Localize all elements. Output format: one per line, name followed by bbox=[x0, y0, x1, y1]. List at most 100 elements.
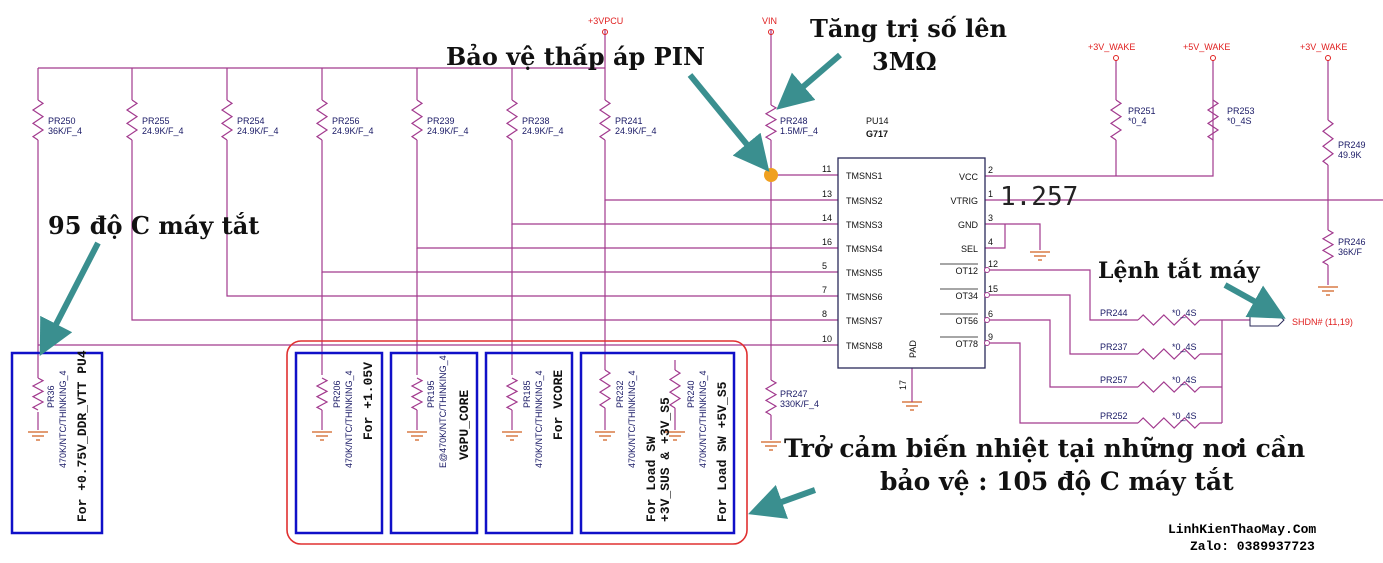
rail-vpcu: +3VPCU bbox=[588, 16, 623, 26]
annotation-sensor-line1: Trở cảm biến nhiệt tại những nơi cần bbox=[784, 434, 1305, 463]
ntc-symbol-2 bbox=[410, 377, 424, 411]
ground-symbol bbox=[902, 401, 922, 411]
resistor-symbol-top-2 bbox=[220, 99, 234, 141]
resistor-symbol-pr246 bbox=[1321, 229, 1335, 266]
ic-right-pin-name-1: VTRIG bbox=[950, 196, 978, 206]
pr195-val: E@470K/NTC/THINKING_4 bbox=[438, 355, 448, 468]
resistor-symbol-out-3 bbox=[1137, 417, 1201, 429]
ic-g717: PU14 G717 11TMSNS113TMSNS214TMSNS316TMSN… bbox=[822, 116, 998, 390]
ground-symbol bbox=[407, 431, 427, 441]
ic-right-pin-num-2: 3 bbox=[988, 213, 993, 223]
or-wire bbox=[1210, 319, 1250, 424]
out-res-val-0: *0_4S bbox=[1172, 308, 1197, 318]
resistor-zigzag-group bbox=[31, 99, 1335, 430]
rail-vin: VIN bbox=[762, 16, 777, 26]
pr232-ref: PR232 bbox=[615, 380, 625, 408]
inverting-bubble-7 bbox=[984, 340, 990, 346]
pr247-ref: PR247 bbox=[780, 389, 808, 399]
pr195-ref: PR195 bbox=[426, 380, 436, 408]
top-res-val-4: 24.9K/F_4 bbox=[427, 126, 469, 136]
rail-wake1: +3V_WAKE bbox=[1088, 42, 1135, 52]
pr206-ref: PR206 bbox=[332, 380, 342, 408]
arrow-boost bbox=[776, 52, 842, 110]
arrow-undervolt bbox=[687, 73, 770, 172]
watermark: LinhKienThaoMay.Com Zalo: 0389937723 bbox=[1168, 522, 1316, 554]
ot78-wire bbox=[990, 342, 1130, 424]
wire-group bbox=[37, 30, 1383, 440]
ic-left-pin-name-1: TMSNS2 bbox=[846, 196, 883, 206]
top-res-ref-3: PR256 bbox=[332, 116, 360, 126]
ic-right-pin-num-4: 12 bbox=[988, 259, 998, 269]
out-res-leads bbox=[1130, 319, 1210, 424]
top-res-val-2: 24.9K/F_4 bbox=[237, 126, 279, 136]
top-res-ref-4: PR239 bbox=[427, 116, 455, 126]
top-res-val-0: 36K/F_4 bbox=[48, 126, 82, 136]
watermark-site: LinhKienThaoMay.Com bbox=[1168, 522, 1316, 537]
top-res-ref-1: PR255 bbox=[142, 116, 170, 126]
top-res-val-3: 24.9K/F_4 bbox=[332, 126, 374, 136]
pr240-ref: PR240 bbox=[686, 380, 696, 408]
resistor-symbol-out-1 bbox=[1137, 348, 1201, 360]
ntc-symbol-pr240 bbox=[668, 369, 682, 409]
pr249-val: 49.9K bbox=[1338, 150, 1362, 160]
out-res-val-3: *0_4S bbox=[1172, 411, 1197, 421]
ic-right-pin-num-0: 2 bbox=[988, 165, 993, 175]
ntc-symbol-1 bbox=[315, 377, 329, 411]
ic-left-pin-num-0: 11 bbox=[822, 164, 831, 174]
ic-right-pin-num-3: 4 bbox=[988, 237, 993, 247]
ic-right-pin-num-1: 1 bbox=[988, 189, 993, 199]
pr246-val: 36K/F bbox=[1338, 247, 1363, 257]
pr240-note: For Load SW +5V_S5 bbox=[715, 381, 730, 522]
ic-left-pin-num-5: 7 bbox=[822, 285, 827, 295]
ntc-symbol-3 bbox=[505, 377, 519, 411]
annotation-sensor-line2: bảo vệ : 105 độ C máy tắt bbox=[880, 467, 1234, 496]
pr251-val: *0_4 bbox=[1128, 116, 1147, 126]
pr185-ref: PR185 bbox=[522, 380, 532, 408]
resistor-symbol-top-3 bbox=[315, 99, 329, 141]
resistor-symbol-out-0 bbox=[1137, 314, 1201, 326]
annotation-95c: 95 độ C máy tắt bbox=[48, 211, 259, 240]
inverting-bubble-4 bbox=[984, 267, 990, 273]
pr253-val: *0_4S bbox=[1227, 116, 1252, 126]
top-res-val-1: 24.9K/F_4 bbox=[142, 126, 184, 136]
box-pr232 bbox=[579, 351, 736, 535]
ground-symbol bbox=[28, 431, 48, 441]
ic-right-pin-name-4: OT12 bbox=[955, 266, 978, 276]
ic-left-pin-num-6: 8 bbox=[822, 309, 827, 319]
pr246-ref: PR246 bbox=[1338, 237, 1366, 247]
gnd-wire bbox=[985, 223, 1041, 250]
annotation-boost-value: 3MΩ bbox=[872, 47, 937, 76]
ic-left-pin-name-0: TMSNS1 bbox=[846, 171, 883, 181]
ntc-boxes bbox=[10, 351, 736, 535]
out-res-val-1: *0_4S bbox=[1172, 342, 1197, 352]
ground-symbol bbox=[761, 441, 781, 451]
rail-wake3: +3V_WAKE bbox=[1300, 42, 1347, 52]
ic-left-pin-name-7: TMSNS8 bbox=[846, 341, 883, 351]
vcc-wire bbox=[985, 60, 1214, 177]
resistor-symbol-top-1 bbox=[125, 99, 139, 141]
pr249-ref: PR249 bbox=[1338, 140, 1366, 150]
ic-left-pin-num-3: 16 bbox=[822, 237, 832, 247]
annotation-boost: Tăng trị số lên bbox=[810, 14, 1007, 43]
drop-pr239 bbox=[416, 68, 838, 249]
ic-right-pin-name-0: VCC bbox=[959, 172, 979, 182]
out-res-ref-2: PR257 bbox=[1100, 375, 1128, 385]
ic-right-pin-name-3: SEL bbox=[961, 244, 978, 254]
ic-part: G717 bbox=[866, 129, 888, 139]
annotation-shutdown-cmd: Lệnh tắt máy bbox=[1098, 257, 1261, 284]
ot56-wire bbox=[990, 319, 1130, 388]
annotation-undervolt: Bảo vệ thấp áp PIN bbox=[446, 42, 705, 71]
drop-pr254 bbox=[226, 68, 838, 297]
inverting-bubble-5 bbox=[984, 292, 990, 298]
ic-body bbox=[837, 157, 986, 369]
resistor-symbol-out-2 bbox=[1137, 381, 1201, 393]
out-res-val-2: *0_4S bbox=[1172, 375, 1197, 385]
top-res-ref-6: PR241 bbox=[615, 116, 643, 126]
watermark-zalo: Zalo: 0389937723 bbox=[1190, 539, 1315, 554]
ic-right-pin-num-5: 15 bbox=[988, 284, 998, 294]
box-pr206 bbox=[294, 351, 384, 535]
box-pr195 bbox=[389, 351, 479, 535]
pr185-note: For VCORE bbox=[551, 370, 566, 440]
